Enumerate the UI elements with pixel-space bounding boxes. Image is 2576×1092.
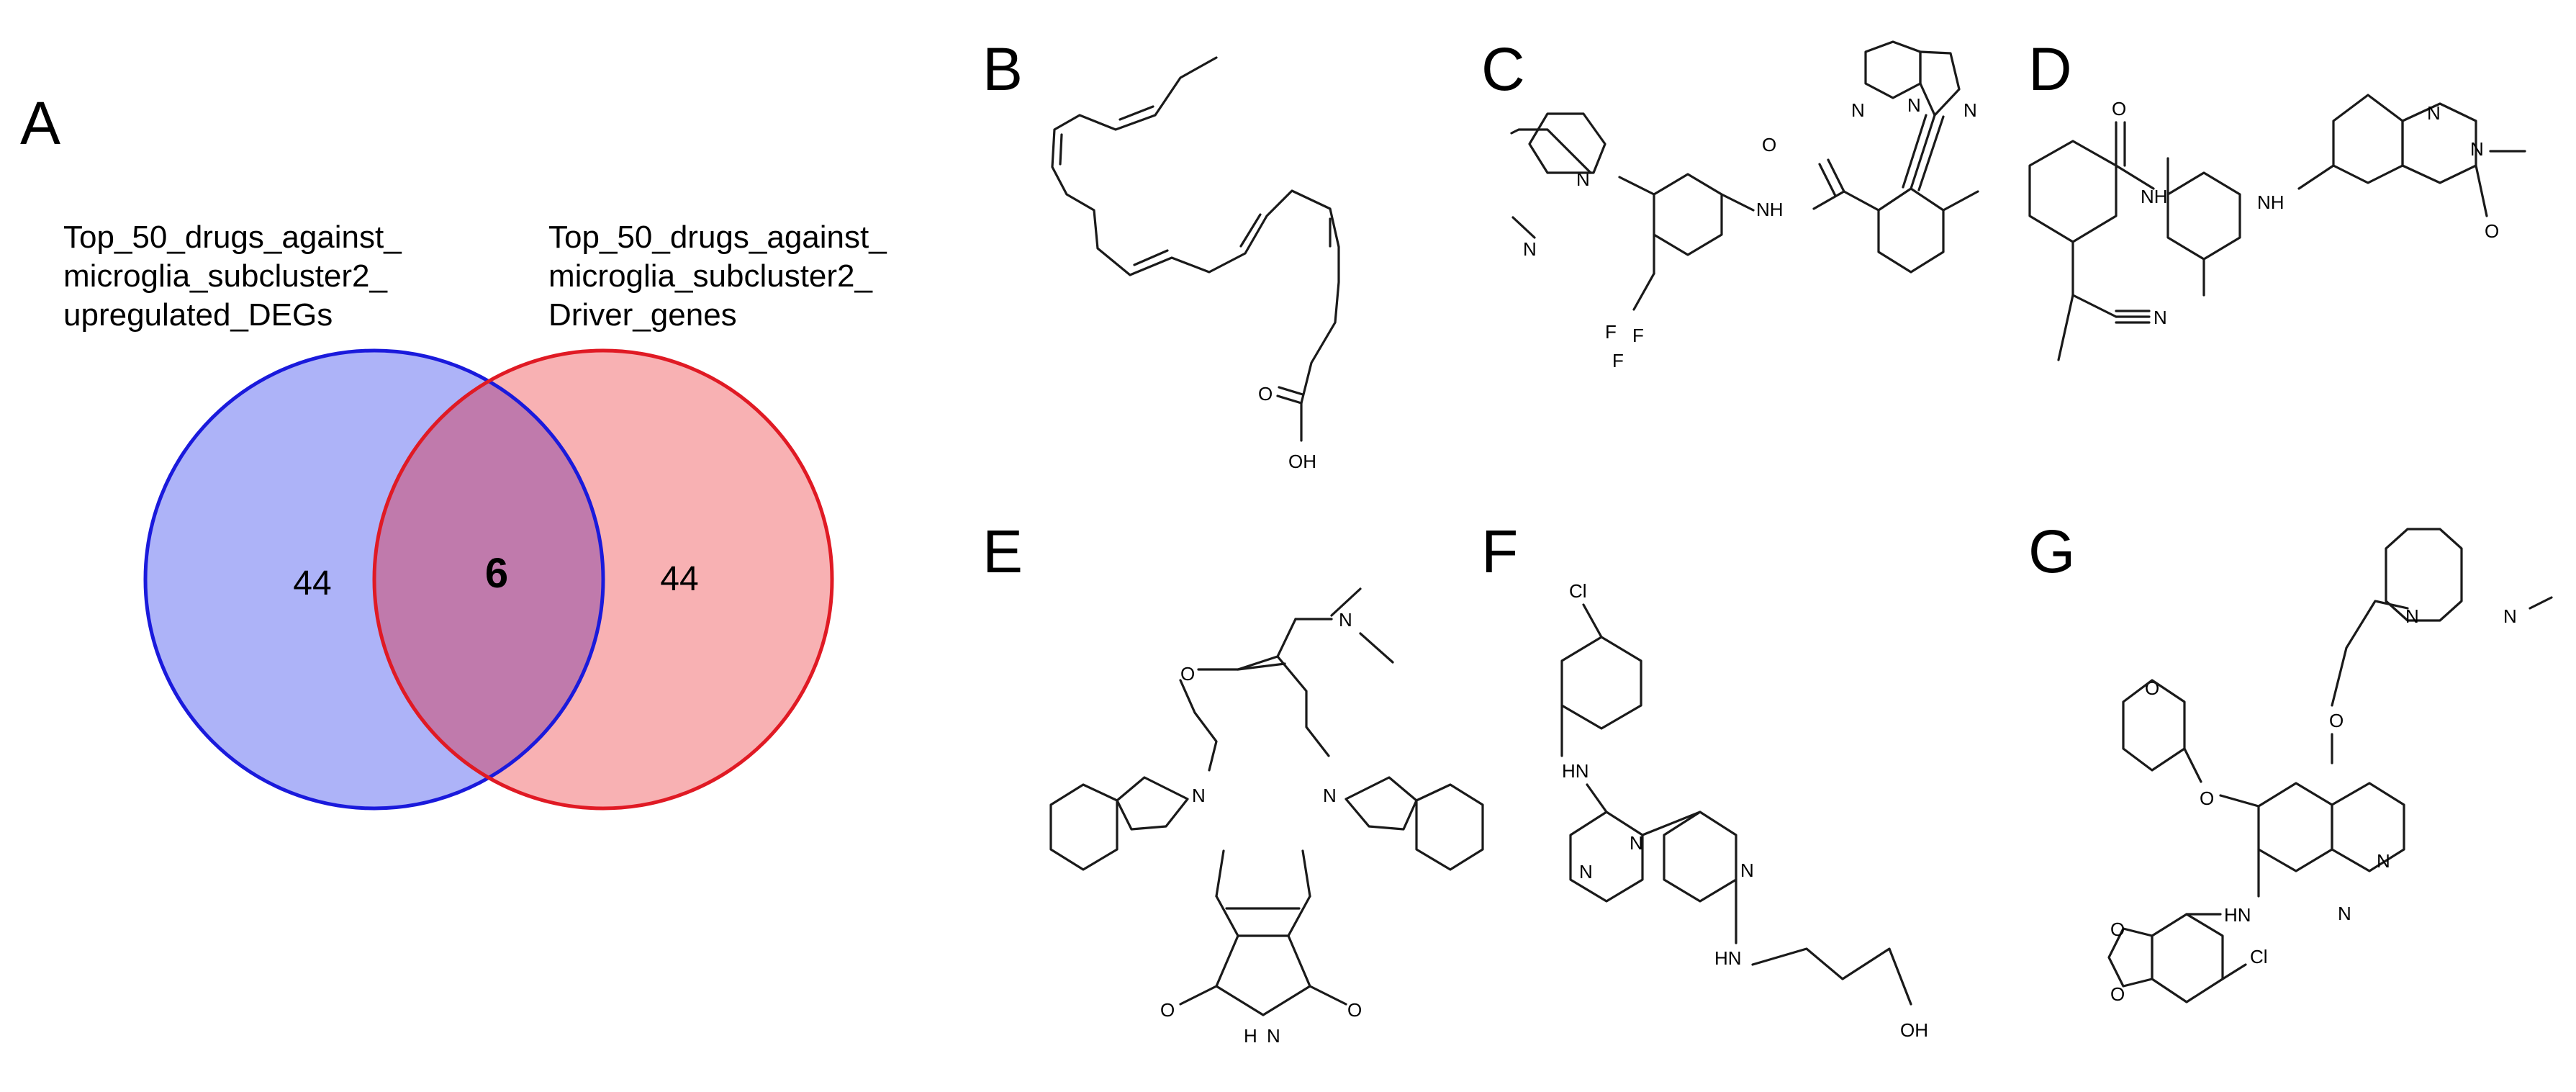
- panel-f: F Cl HN N N N HN OH: [1481, 518, 1928, 1041]
- panel-d: D N N O NH NH O N: [2028, 35, 2526, 361]
- panel-label-d: D: [2028, 35, 2072, 103]
- atom-o: O: [1180, 663, 1195, 685]
- atom-f: F: [1632, 325, 1644, 346]
- atom-nh: NH: [2257, 191, 2284, 213]
- atom-n: N: [1192, 785, 1206, 806]
- atom-f: F: [1605, 321, 1617, 343]
- panel-g: G N N O O O N N HN Cl O O: [2028, 518, 2553, 1005]
- panel-label-g: G: [2028, 518, 2075, 585]
- atom-n: N: [1851, 99, 1865, 121]
- atom-n: N: [1740, 859, 1754, 881]
- structure-e: N O N N O O H N: [1049, 587, 1484, 1047]
- atom-n: N: [1579, 861, 1593, 883]
- atom-f: F: [1612, 350, 1624, 371]
- right-title-line-1: Top_50_drugs_against_: [548, 220, 887, 255]
- right-set-title: Top_50_drugs_against_ microglia_subclust…: [548, 220, 895, 333]
- atom-o: O: [2110, 919, 2125, 940]
- structure-f: Cl HN N N N HN OH: [1560, 580, 1928, 1041]
- atom-n: N: [1630, 832, 1643, 854]
- atom-cl: Cl: [1569, 580, 1587, 602]
- atom-o: O: [2112, 98, 2126, 119]
- structure-g: N N O O O N N HN Cl O O: [2107, 528, 2553, 1005]
- atom-n: N: [2427, 102, 2441, 124]
- atom-n: N: [1523, 238, 1537, 260]
- atom-o: O: [1347, 999, 1362, 1021]
- structure-b: O OH: [1051, 56, 1340, 472]
- panel-label-f: F: [1481, 518, 1518, 585]
- atom-n: N: [1323, 785, 1337, 806]
- left-set-outline: [143, 348, 605, 811]
- structure-d: N N O NH NH O N: [2028, 94, 2526, 361]
- atom-n: N: [2377, 850, 2390, 872]
- atom-hn: HN: [2224, 904, 2251, 926]
- left-set-title: Top_50_drugs_against_ microglia_subclust…: [63, 220, 410, 333]
- left-title-line-2: microglia_subcluster2_: [63, 258, 388, 294]
- atom-hn: HN: [1562, 760, 1589, 782]
- atom-n: N: [2154, 307, 2167, 328]
- right-only-count: 44: [660, 560, 698, 598]
- atom-nh: NH: [1756, 199, 1784, 220]
- atom-nh: N: [1267, 1025, 1280, 1047]
- atom-n: N: [2338, 903, 2351, 924]
- atom-n: N: [1907, 94, 1921, 116]
- left-title-line-3: upregulated_DEGs: [63, 297, 333, 333]
- atom-o: O: [1258, 383, 1273, 405]
- panel-a: A Top_50_drugs_against_ microglia_subclu…: [20, 89, 895, 811]
- atom-hn: HN: [1714, 947, 1742, 969]
- atom-oh: OH: [1900, 1019, 1928, 1041]
- overlap-count: 6: [485, 550, 508, 597]
- atom-oh: OH: [1288, 451, 1316, 472]
- atom-o: O: [2329, 710, 2344, 731]
- panel-label-c: C: [1481, 35, 1525, 103]
- atom-o: O: [2200, 788, 2214, 809]
- structure-c: N N N O NH F F F N: [1510, 40, 1979, 371]
- atom-o: O: [1762, 134, 1776, 155]
- right-set-outline: [372, 348, 834, 811]
- left-title-line-1: Top_50_drugs_against_: [63, 220, 402, 255]
- atom-n: N: [2405, 605, 2419, 627]
- panel-b: B O OH: [982, 35, 1340, 472]
- atom-n: N: [2470, 138, 2484, 160]
- right-title-line-2: microglia_subcluster2_: [548, 258, 873, 294]
- atom-cl: Cl: [2250, 946, 2268, 967]
- right-title-line-3: Driver_genes: [548, 297, 737, 333]
- atom-o: O: [1160, 999, 1175, 1021]
- atom-n: N: [1339, 609, 1352, 631]
- panel-c: C N N N O NH: [1481, 35, 1979, 371]
- left-only-count: 44: [293, 564, 331, 603]
- panel-e: E N O N N O O H N: [982, 518, 1484, 1047]
- atom-nh: H: [1244, 1025, 1257, 1047]
- atom-n: N: [1963, 99, 1977, 121]
- atom-o: O: [2485, 220, 2499, 242]
- panel-label-b: B: [982, 35, 1023, 103]
- atom-n: N: [2503, 605, 2517, 627]
- atom-o: O: [2110, 983, 2125, 1005]
- panel-label-a: A: [20, 89, 60, 157]
- panel-label-e: E: [982, 518, 1023, 585]
- overlap-region: [374, 351, 603, 808]
